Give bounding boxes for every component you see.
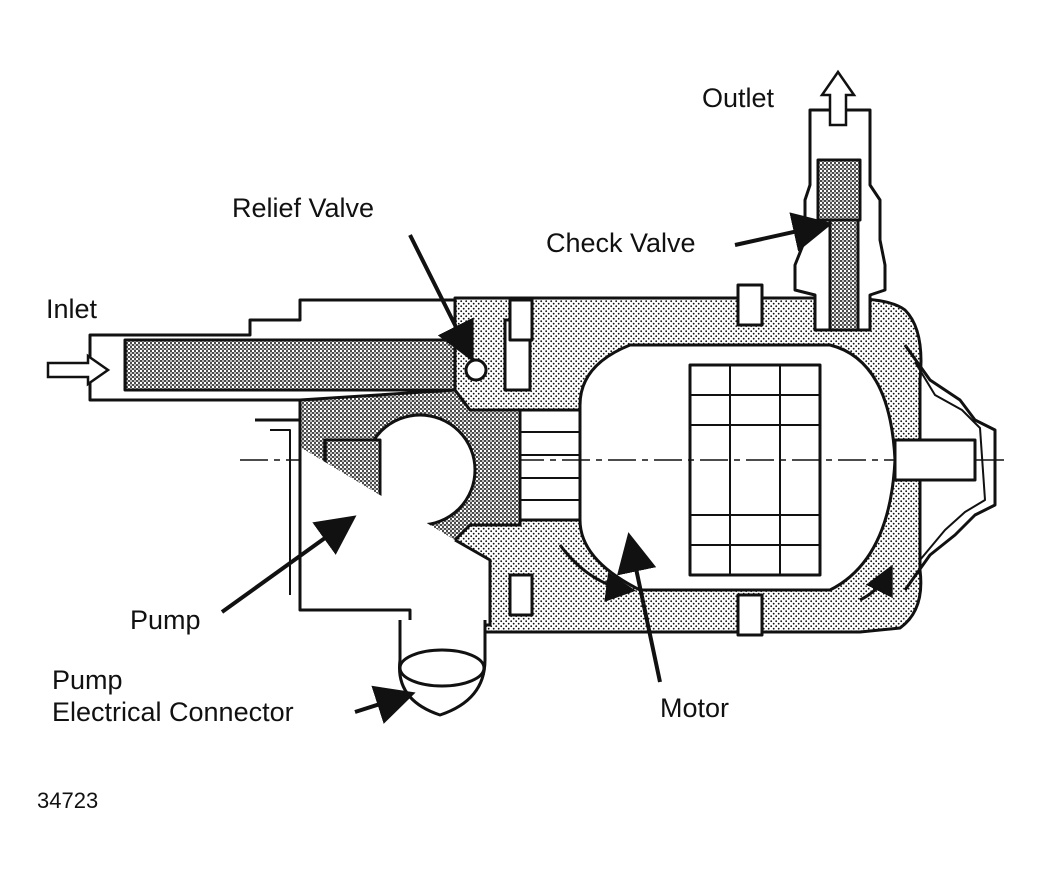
label-check-valve: Check Valve [546,228,696,258]
top-bolt [736,283,764,327]
leader-relief-valve [408,234,474,363]
flow-arrow [558,544,636,602]
bottom-bolt [736,593,764,637]
label-inlet: Inlet [46,294,98,324]
check-valve-body [816,158,862,222]
label-pump-connector-line1: Pump [52,665,123,695]
inlet-arrow [46,353,111,387]
flow-arrow [859,564,893,602]
leader-pump [220,515,357,614]
leader-motor [617,532,662,683]
leader-connector [354,685,416,724]
label-motor: Motor [660,693,730,723]
label-relief-valve: Relief Valve [232,193,375,223]
figure-number: 34723 [37,788,99,813]
label-pump-connector-line2: Electrical Connector [52,697,294,727]
end-cap [903,344,997,591]
motor-armature [688,363,822,577]
leader-check-valve [734,212,833,252]
inlet-passage [123,338,457,392]
relief-valve-ball [464,358,488,382]
label-outlet: Outlet [702,83,775,113]
commutator [518,408,582,522]
label-pump: Pump [130,605,201,635]
outlet-arrow [819,69,857,127]
